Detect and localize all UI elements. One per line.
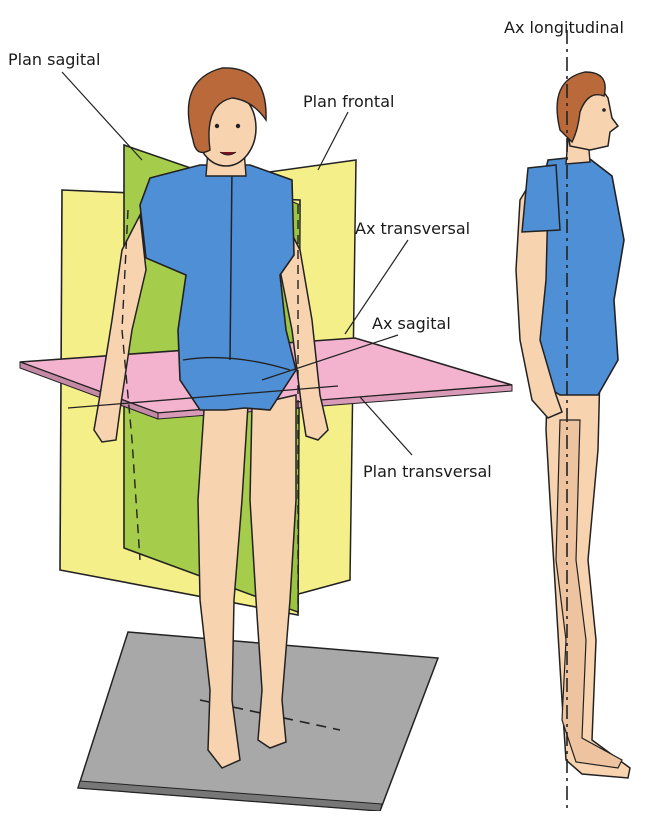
label-ax-transversal: Ax transversal bbox=[355, 221, 470, 237]
label-plan-frontal: Plan frontal bbox=[303, 94, 394, 110]
side-sleeve bbox=[522, 165, 560, 232]
side-figure bbox=[516, 72, 630, 778]
front-eye-left bbox=[215, 124, 219, 128]
floor-plate bbox=[78, 632, 438, 811]
label-ax-longitudinal: Ax longitudinal bbox=[504, 20, 624, 36]
side-eye bbox=[602, 108, 606, 112]
label-plan-sagital: Plan sagital bbox=[8, 52, 100, 68]
label-plan-transversal: Plan transversal bbox=[363, 464, 492, 480]
leader-plan-sagital bbox=[62, 72, 142, 160]
front-eye-right bbox=[236, 124, 240, 128]
leader-plan-transversal bbox=[360, 397, 412, 455]
label-ax-sagital: Ax sagital bbox=[372, 316, 451, 332]
